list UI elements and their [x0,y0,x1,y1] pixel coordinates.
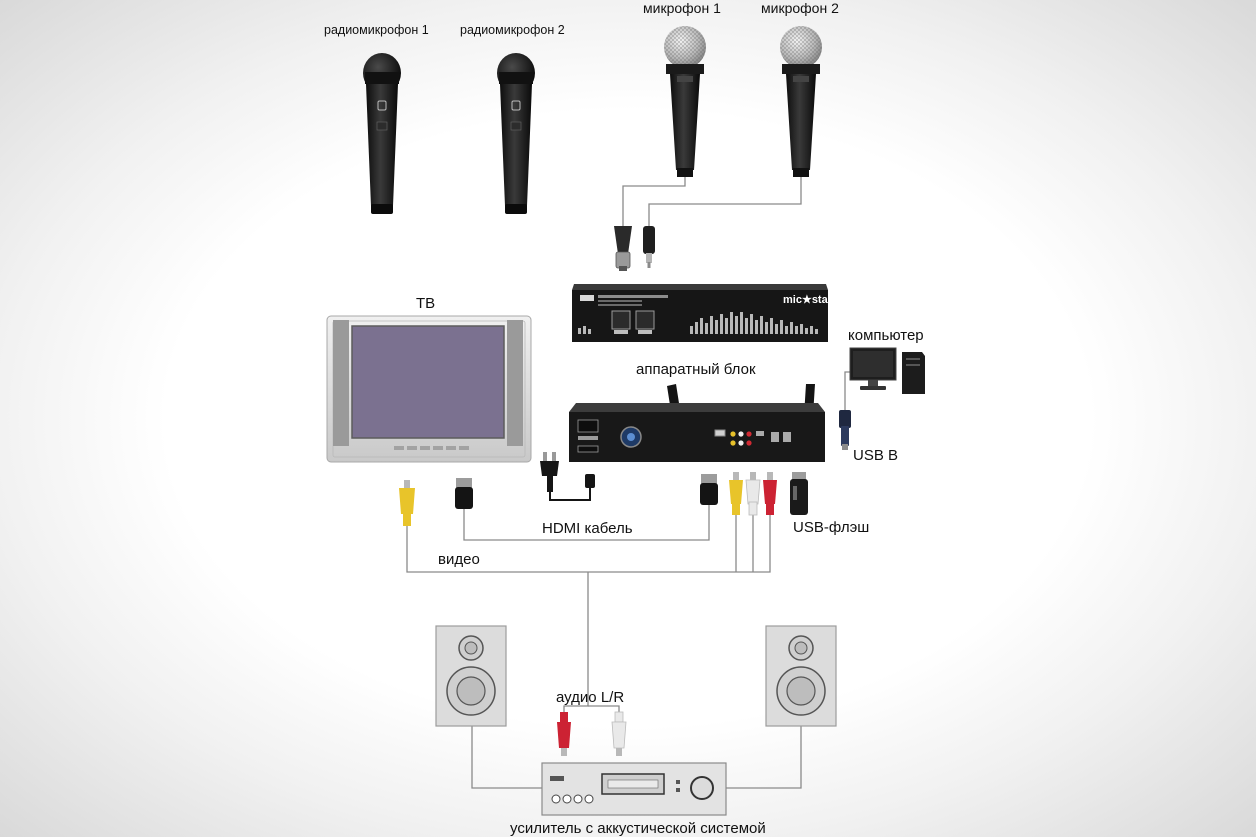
label-audio-lr: аудио L/R [556,689,625,706]
video-plug-tv [399,480,415,526]
label-computer: компьютер [848,327,924,344]
label-mic-1: микрофон 1 [643,0,721,16]
power-plug [540,452,595,501]
label-usb-flash: USB-флэш [793,519,870,536]
mic1-cable [622,176,686,228]
left-speaker-cable [471,726,542,789]
label-usb-b: USB B [853,447,899,464]
level-meters [578,312,818,334]
hdmi-plug-tv [455,478,473,509]
label-tv: ТВ [416,295,436,312]
cables [406,176,857,789]
usb-b-plug [839,410,851,450]
rca-plugs-unit [729,472,777,516]
usb-flash-drive [790,472,808,515]
micstar-logo: mic★star [783,294,833,306]
left-speaker [435,625,507,727]
amp-feed-line [563,572,589,712]
hdmi-cable-line [463,504,710,541]
amplifier [541,762,727,816]
mic2-cable [648,176,802,228]
label-amplifier: усилитель с аккустической системой [510,820,766,837]
microphone-1 [664,26,706,177]
right-speaker-cable [726,726,802,789]
microphone-2 [780,26,822,177]
label-hdmi-cable: HDMI кабель [542,520,633,537]
tv-screen [351,325,505,439]
amp-feed-right [588,705,620,712]
computer [849,347,925,394]
label-mic-2: микрофон 2 [761,0,839,16]
audio-lr-plugs [557,711,627,756]
label-radio-mic-2: радиомикрофон 2 [460,23,565,37]
label-video: видео [438,551,480,568]
karaoke-mixer: mic★star [572,284,833,342]
label-radio-mic-1: радиомикрофон 1 [324,23,429,37]
xlr-plug [614,226,632,271]
label-hardware-unit: аппаратный блок [636,361,756,378]
right-speaker [765,625,837,727]
radio-microphone-1 [363,53,401,214]
radio-microphone-2 [497,53,535,214]
hdmi-plug-unit [700,474,718,505]
tv [326,315,532,463]
hardware-unit [569,384,825,462]
jack-plug [643,226,655,268]
